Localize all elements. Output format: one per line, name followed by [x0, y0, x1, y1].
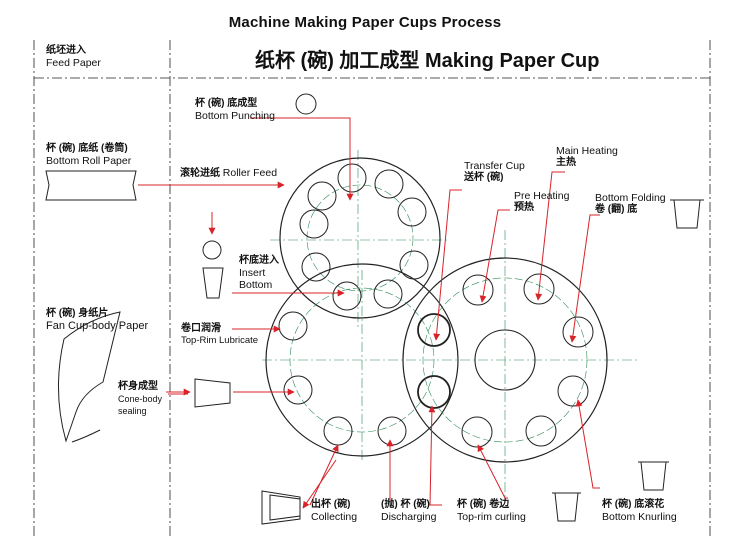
- label-collecting: 出杯 (碗) Collecting: [311, 499, 357, 523]
- label-feed-paper-en: Feed Paper: [46, 57, 101, 69]
- parts: [45, 93, 704, 525]
- label-top-rim-curling: 杯 (碗) 卷边 Top-rim curling: [457, 499, 526, 523]
- label-discharging-en: Discharging: [381, 511, 437, 523]
- label-insert-bottom: 杯底进入 Insert Bottom: [239, 255, 279, 291]
- label-top-rim-curling-cn: 杯 (碗) 卷边: [457, 499, 510, 510]
- label-top-rim-curling-en: Top-rim curling: [457, 511, 526, 523]
- label-discharging: (抛) 杯 (碗) Discharging: [381, 499, 436, 523]
- label-cone-body-sealing: 杯身成型 Cone-body sealing: [118, 381, 162, 417]
- label-collecting-cn: 出杯 (碗): [311, 499, 351, 510]
- center-lines: [262, 150, 640, 500]
- label-cone-sealing-cn: 杯身成型: [118, 381, 158, 392]
- label-pre-heating-cn: 预热: [514, 202, 534, 213]
- label-roller-feed-en: Roller Feed: [222, 167, 278, 179]
- label-bottom-folding-cn: 卷 (翻) 底: [595, 204, 638, 215]
- label-main-heating: Main Heating 主热: [556, 145, 618, 169]
- label-insert-bottom-en2: Bottom: [239, 279, 273, 291]
- main-turret: [402, 257, 608, 463]
- label-main-heating-cn: 主热: [556, 157, 576, 168]
- label-bottom-knurling-cn: 杯 (碗) 底滚花: [602, 499, 665, 510]
- label-roller-feed: 滚轮进纸 Roller Feed: [180, 167, 277, 180]
- process-arrows: [138, 117, 600, 509]
- label-collecting-en: Collecting: [311, 511, 358, 523]
- label-feed-paper: 纸坯进入 Feed Paper: [46, 45, 101, 69]
- label-fan-body-paper: 杯 (碗) 身纸片 Fan Cup-body Paper: [46, 308, 148, 332]
- label-pre-heating: Pre Heating 预热: [514, 190, 569, 214]
- page-title: Machine Making Paper Cups Process: [228, 14, 502, 31]
- label-top-rim-lubricate: 卷口润滑 Top-Rim Lubricate: [181, 323, 258, 347]
- label-fan-body-cn: 杯 (碗) 身纸片: [46, 308, 109, 319]
- label-bottom-folding-en: Bottom Folding: [595, 192, 666, 204]
- label-bottom-knurling: 杯 (碗) 底滚花 Bottom Knurling: [602, 499, 677, 523]
- label-bottom-punching: 杯 (碗) 底成型 Bottom Punching: [195, 98, 275, 122]
- label-bottom-punching-en: Bottom Punching: [195, 110, 275, 122]
- label-discharging-cn: (抛) 杯 (碗): [381, 499, 430, 510]
- label-bottom-roll-paper: 杯 (碗) 底纸 (卷筒) Bottom Roll Paper: [46, 143, 131, 167]
- label-bottom-knurling-en: Bottom Knurling: [602, 511, 677, 523]
- label-transfer-cup-en: Transfer Cup: [464, 160, 525, 172]
- label-insert-bottom-cn: 杯底进入: [239, 255, 279, 266]
- label-cone-sealing-en1: Cone-body: [118, 394, 163, 404]
- label-roller-feed-cn: 滚轮进纸: [180, 168, 220, 179]
- bottom-turret: [279, 157, 441, 319]
- label-top-rim-lubricate-en: Top-Rim Lubricate: [181, 335, 259, 346]
- label-pre-heating-en: Pre Heating: [514, 190, 570, 202]
- label-transfer-cup-cn: 送杯 (碗): [464, 172, 504, 183]
- label-cone-sealing-en2: sealing: [118, 406, 147, 416]
- label-transfer-cup: Transfer Cup 送杯 (碗): [464, 160, 525, 184]
- label-bottom-roll-cn: 杯 (碗) 底纸 (卷筒): [46, 143, 128, 154]
- label-bottom-folding: Bottom Folding 卷 (翻) 底: [595, 192, 666, 216]
- frame-lines: [33, 40, 711, 538]
- label-bottom-roll-en: Bottom Roll Paper: [46, 155, 132, 167]
- label-bottom-punching-cn: 杯 (碗) 底成型: [195, 98, 258, 109]
- forming-turret: [265, 263, 459, 457]
- label-top-rim-lubricate-cn: 卷口润滑: [181, 323, 221, 334]
- label-fan-body-en: Fan Cup-body Paper: [46, 320, 149, 332]
- label-feed-paper-cn: 纸坯进入: [46, 45, 86, 56]
- label-insert-bottom-en1: Insert: [239, 267, 266, 279]
- process-banner: 纸杯 (碗) 加工成型 Making Paper Cup: [255, 50, 600, 72]
- label-main-heating-en: Main Heating: [556, 145, 618, 157]
